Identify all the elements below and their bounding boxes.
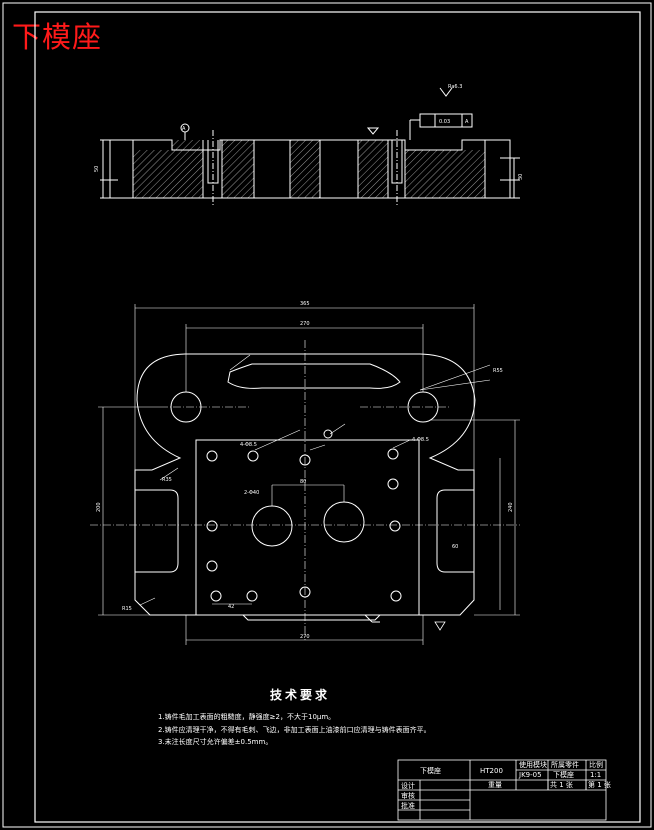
tech-note: 1.铸件毛加工表面的粗糙度，静强度≥2，不大于10μm。	[158, 713, 336, 721]
tech-notes: 1.铸件毛加工表面的粗糙度，静强度≥2，不大于10μm。 2.铸件应清理干净，不…	[158, 711, 431, 749]
tb-sheet-no: 第 1 张	[588, 780, 611, 789]
tb-mold-label: 使用模块	[519, 760, 547, 769]
tb-ratio: 1:1	[590, 771, 601, 779]
dim-width-inner: 270	[300, 321, 310, 327]
tb-ratio-label: 比例	[589, 760, 603, 769]
drawing-title: 下模座	[12, 20, 103, 54]
section-hatch-6	[172, 140, 200, 150]
tolerance-value: 0.03	[439, 119, 450, 125]
tb-part-label: 所属零件	[551, 760, 579, 769]
dim-height-right: 240	[508, 502, 514, 512]
datum-a-label: A	[182, 126, 186, 132]
section-hatch-3	[290, 140, 320, 198]
dim-small-holes-right: 4-Φ8.5	[412, 437, 429, 443]
section-hatch-2	[222, 140, 254, 198]
dim-pitch: 42	[228, 604, 234, 610]
plan-outline	[134, 353, 476, 621]
dim-pocket-width: 80	[300, 479, 306, 485]
center-block	[195, 439, 420, 616]
dim-section-height: 50	[94, 166, 100, 172]
tech-note: 3.未注长度尺寸允许偏差±0.5mm。	[158, 738, 273, 746]
tb-part-name: 下模座	[420, 766, 441, 775]
dim-r-left: R35	[162, 477, 172, 483]
big-hole-left	[251, 505, 293, 547]
tb-approve: 批准	[401, 801, 415, 810]
section-hatch-1	[133, 150, 203, 198]
roughness-top: Ra6.3	[448, 84, 462, 90]
tb-sheet-total: 共 1 张	[550, 780, 573, 789]
tech-note: 2.铸件应清理干净，不得有毛刺、飞边，非加工表面上油漆前口应清理与铸件表面齐平。	[158, 725, 431, 734]
section-view	[100, 87, 520, 205]
dim-width-bottom: 270	[300, 634, 310, 640]
dim-section-side: 30	[518, 174, 524, 180]
plan-view	[90, 304, 520, 645]
section-hatch-5	[405, 150, 485, 198]
dim-r-top: R55	[493, 368, 503, 374]
big-hole-right	[323, 501, 365, 543]
title-block	[397, 759, 607, 821]
tb-material: HT200	[480, 767, 503, 775]
tb-check: 审核	[401, 791, 415, 800]
tech-requirements-heading: 技术要求	[270, 688, 331, 702]
drawing-border	[34, 11, 641, 823]
dim-height-left: 200	[96, 502, 102, 512]
section-hatch-4	[358, 140, 388, 198]
tb-part-no: 下模座	[553, 770, 574, 779]
tb-mold: JK9-05	[518, 771, 542, 779]
dim-width-total: 365	[300, 301, 310, 307]
dim-side: 60	[452, 544, 458, 550]
tb-design: 设计	[401, 781, 415, 790]
tb-weight-label: 重量	[488, 781, 502, 789]
tolerance-datum: A	[465, 119, 469, 125]
dim-r-corner: R15	[122, 606, 132, 612]
dim-big-holes: 2-Φ40	[244, 490, 259, 496]
dim-small-holes: 4-Φ8.5	[240, 442, 257, 448]
